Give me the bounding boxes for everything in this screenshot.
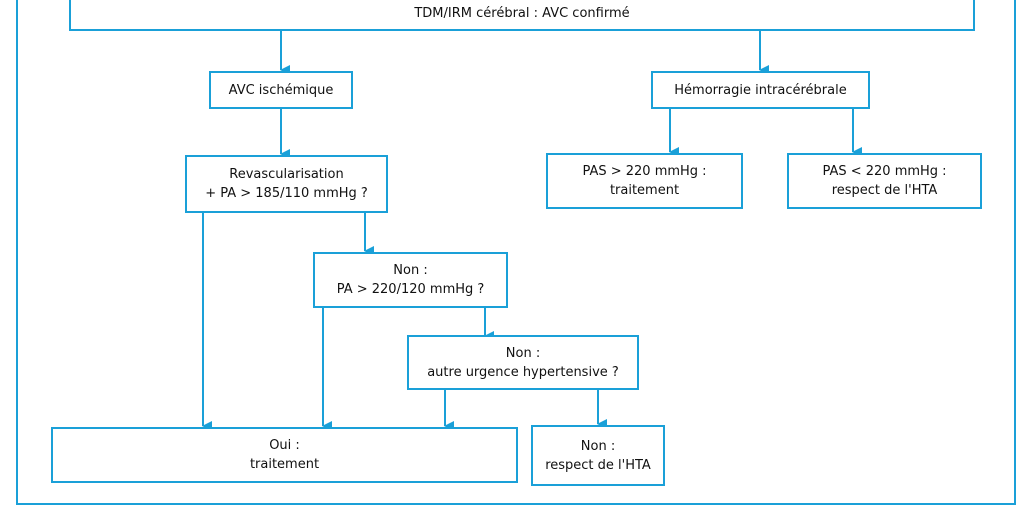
node-non-respect-hta-line1: Non : (580, 438, 616, 454)
node-non-pa-line2: PA > 220/120 mmHg ? (336, 282, 485, 297)
node-non-respect-hta-line2: respect de l'HTA (545, 457, 651, 473)
node-avc-confirme-text: TDM/IRM cérébral : AVC confirmé (414, 6, 630, 21)
node-avc-ischemique: AVC ischémique (209, 71, 353, 109)
node-revascularisation-line1: Revascularisation (229, 167, 344, 182)
node-pas-haute: PAS > 220 mmHg : traitement (546, 153, 743, 209)
node-non-urgence-line2: autre urgence hypertensive ? (427, 364, 619, 380)
node-revascularisation-line2: + PA > 185/110 mmHg ? (205, 186, 368, 201)
node-pas-basse-line1: PAS < 220 mmHg : (822, 164, 947, 179)
node-pas-haute-line2: traitement (609, 183, 680, 198)
node-non-respect-hta: Non : respect de l'HTA (531, 425, 665, 486)
node-non-urgence: Non : autre urgence hypertensive ? (407, 335, 639, 390)
node-oui-traitement-line2: traitement (249, 457, 320, 472)
node-hemorragie: Hémorragie intracérébrale (651, 71, 870, 109)
node-avc-ischemique-text: AVC ischémique (228, 82, 334, 98)
node-non-pa-line1: Non : (393, 263, 428, 278)
node-oui-traitement: Oui : traitement (51, 427, 518, 483)
node-revascularisation: Revascularisation + PA > 185/110 mmHg ? (185, 155, 388, 213)
diagram-frame (16, 0, 1016, 505)
node-non-urgence-line1: Non : (505, 345, 541, 361)
node-non-pa: Non : PA > 220/120 mmHg ? (313, 252, 508, 308)
node-hemorragie-text: Hémorragie intracérébrale (674, 82, 847, 98)
node-avc-confirme: TDM/IRM cérébral : AVC confirmé (69, 0, 975, 31)
node-oui-traitement-line1: Oui : (269, 438, 300, 453)
node-pas-haute-line1: PAS > 220 mmHg : (582, 164, 707, 179)
node-pas-basse-line2: respect de l'HTA (831, 183, 938, 198)
node-pas-basse: PAS < 220 mmHg : respect de l'HTA (787, 153, 982, 209)
